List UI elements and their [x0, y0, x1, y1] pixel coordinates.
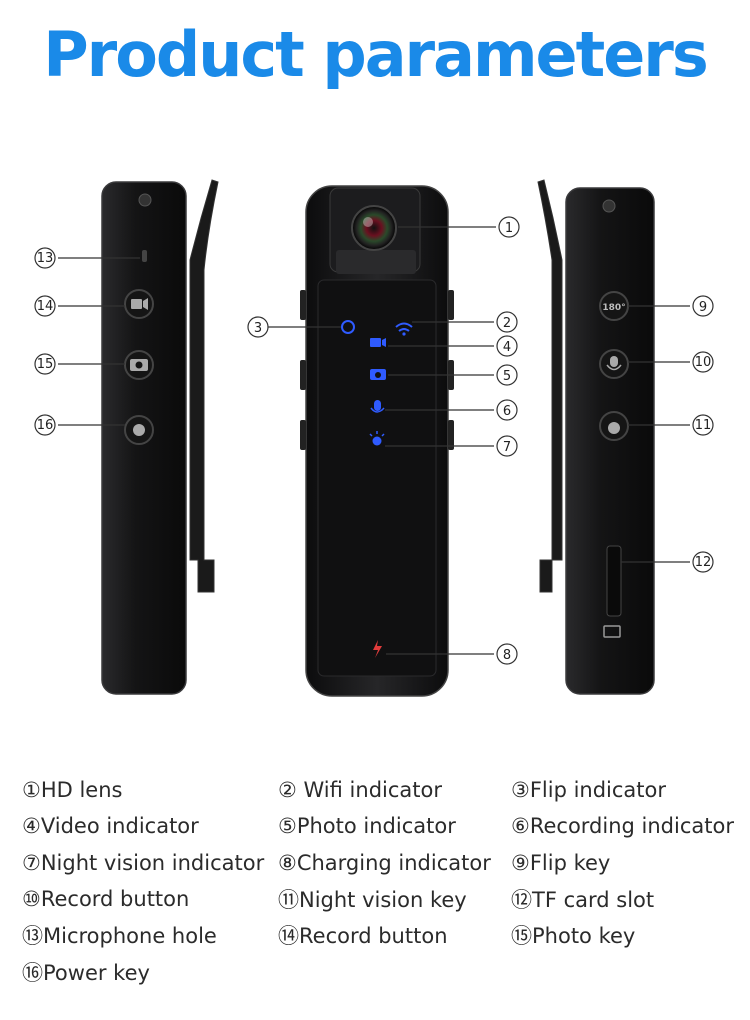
callout-16: 16: [34, 414, 56, 436]
legend-row: ④Video indicator ⑤Photo indicator ⑥Recor…: [22, 808, 742, 844]
microphone-hole: [142, 250, 147, 262]
callout-11: 11: [692, 414, 714, 436]
right-side-view: 180°: [537, 179, 655, 695]
callout-8: 8: [496, 643, 518, 665]
legend-item: ② Wifi indicator: [278, 778, 442, 803]
svg-text:9: 9: [699, 300, 707, 315]
legend-row: ⑯Power key: [22, 953, 742, 989]
callout-12: 12: [692, 551, 714, 573]
page-title: Product parameters: [43, 18, 709, 91]
legend-item: ⑩Record button: [22, 887, 190, 912]
product-diagram: 180° 1 2 3 4 5 6 7: [34, 179, 714, 697]
callout-10: 10: [692, 351, 714, 373]
callout-15: 15: [34, 353, 56, 375]
svg-text:12: 12: [695, 555, 712, 570]
legend-row: ⑦Night vision indicator ⑧Charging indica…: [22, 845, 742, 881]
callout-13: 13: [34, 247, 56, 269]
recording-indicator: [374, 400, 381, 411]
callout-3: 3: [247, 316, 269, 338]
svg-text:1: 1: [505, 221, 513, 236]
legend-item: ⑧Charging indicator: [278, 850, 491, 875]
svg-text:4: 4: [503, 340, 511, 355]
legend-item: ⑦Night vision indicator: [22, 850, 265, 875]
svg-text:15: 15: [37, 357, 54, 372]
legend-row: ⑬Microphone hole ⑭Record button ⑮Photo k…: [22, 917, 742, 953]
callout-14: 14: [34, 295, 56, 317]
front-view: [300, 185, 454, 697]
svg-text:6: 6: [503, 404, 511, 419]
sd-card-icon: [603, 625, 621, 638]
legend-item: ⑪Night vision key: [278, 888, 467, 913]
video-indicator: [370, 338, 381, 347]
callout-7: 7: [496, 435, 518, 457]
svg-text:16: 16: [37, 418, 54, 433]
legend-item: ④Video indicator: [22, 814, 199, 839]
svg-text:11: 11: [695, 418, 712, 433]
legend-row: ①HD lens ② Wifi indicator ③Flip indicato…: [22, 772, 742, 808]
bulb-icon: [608, 422, 620, 434]
tf-card-slot[interactable]: [606, 545, 622, 617]
svg-text:13: 13: [37, 251, 54, 266]
legend-item: ⑯Power key: [22, 960, 150, 985]
legend-row: ⑩Record button ⑪Night vision key ⑫TF car…: [22, 881, 742, 917]
svg-text:7: 7: [503, 440, 511, 455]
legend-item: ⑫TF card slot: [511, 888, 655, 913]
callout-4: 4: [496, 335, 518, 357]
svg-text:3: 3: [254, 321, 262, 336]
legend-item: ⑭Record button: [278, 924, 448, 949]
legend-item: ①HD lens: [22, 778, 123, 803]
callout-6: 6: [496, 399, 518, 421]
callout-9: 9: [692, 295, 714, 317]
hd-lens: [351, 205, 397, 251]
charging-indicator: [373, 640, 382, 658]
wifi-icon: [395, 322, 413, 328]
night-vision-indicator: [372, 436, 382, 446]
callout-lines: [58, 226, 690, 655]
legend-item: ⑬Microphone hole: [22, 924, 217, 949]
legend-item: ⑨Flip key: [511, 850, 611, 875]
callout-badges: 1 2 3 4 5 6 7 8 9 10 11 12 13 14 15 16: [34, 216, 714, 665]
callout-1: 1: [498, 216, 520, 238]
flip-key-label: 180°: [602, 303, 625, 313]
legend-item: ⑤Photo indicator: [278, 814, 456, 839]
flip-indicator: [341, 320, 355, 334]
legend-item: ⑮Photo key: [511, 924, 636, 949]
microphone-icon: [610, 356, 618, 367]
parameter-legend: ①HD lens ② Wifi indicator ③Flip indicato…: [22, 772, 742, 990]
svg-text:8: 8: [503, 648, 511, 663]
video-icon: [131, 299, 142, 309]
callout-5: 5: [496, 364, 518, 386]
svg-text:14: 14: [37, 299, 54, 314]
legend-item: ③Flip indicator: [511, 778, 667, 803]
svg-text:2: 2: [503, 316, 511, 331]
svg-text:5: 5: [503, 369, 511, 384]
left-side-view: [101, 179, 219, 695]
svg-text:10: 10: [695, 355, 712, 370]
legend-item: ⑥Recording indicator: [511, 814, 734, 839]
callout-2: 2: [496, 311, 518, 333]
